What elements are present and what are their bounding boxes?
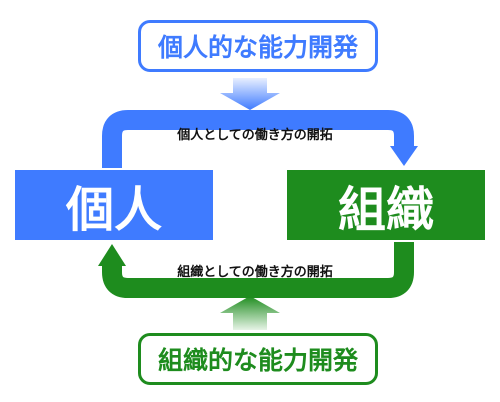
personal-development-label: 個人的な能力開発 [157,33,358,62]
individual-label: 個人 [65,182,162,238]
personal-development-box: 個人的な能力開発 [138,20,378,72]
bottom-path-label: 組織としての働き方の開拓 [177,265,333,280]
organization-box: 組織 [287,170,485,240]
organizational-development-label: 組織的な能力開発 [157,346,358,375]
top-path-label: 個人としての働き方の開拓 [177,128,333,143]
top-cycle-arrow-head [390,146,418,166]
bottom-cycle-arrow-head [98,244,126,266]
individual-box: 個人 [15,170,213,240]
top-cycle-arrow [102,110,414,168]
organizational-development-box: 組織的な能力開発 [138,333,378,385]
up-arrow-bottom [220,296,280,330]
organization-label: 組織 [337,182,434,238]
down-arrow-top [220,78,280,110]
bottom-cycle-arrow [102,242,414,298]
